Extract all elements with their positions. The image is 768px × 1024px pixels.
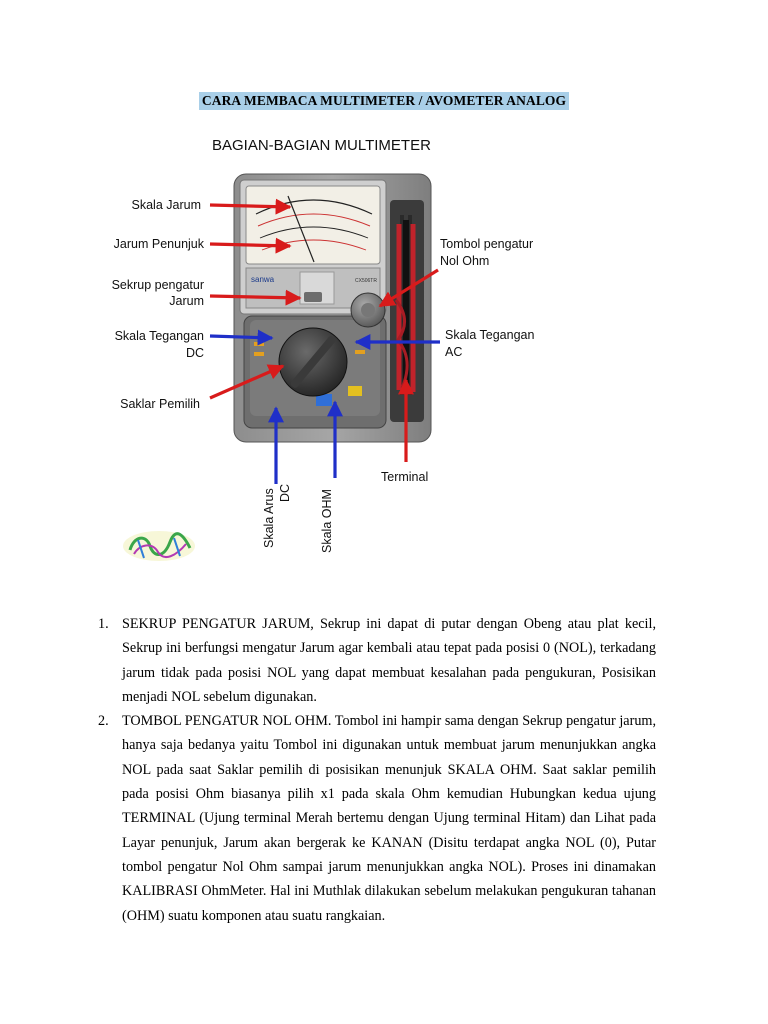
label-saklar-pemilih: Saklar Pemilih xyxy=(120,397,200,411)
label-skala-dc-line1: Skala Tegangan xyxy=(115,329,204,343)
label-terminal: Terminal xyxy=(381,470,428,484)
title-wrap: CARA MEMBACA MULTIMETER / AVOMETER ANALO… xyxy=(0,92,768,110)
list-item: 2. TOMBOL PENGATUR NOL OHM. Tombol ini h… xyxy=(98,709,656,928)
label-skala-dc-line2: DC xyxy=(186,346,204,360)
label-ohm: Skala OHM xyxy=(320,489,334,553)
multimeter-figure: BAGIAN-BAGIAN MULTIMETER sanwa CX506TR xyxy=(112,137,534,561)
label-sekrup-line1: Sekrup pengatur xyxy=(112,278,204,292)
model-label: CX506TR xyxy=(355,278,377,284)
label-sekrup-line2: Jarum xyxy=(169,294,204,308)
label-jarum-penunjuk: Jarum Penunjuk xyxy=(114,237,205,251)
label-arus-line1: Skala Arus xyxy=(262,488,276,548)
document-title: CARA MEMBACA MULTIMETER / AVOMETER ANALO… xyxy=(198,92,570,110)
annotation-arrows xyxy=(209,198,440,484)
label-skala-ac-line2: AC xyxy=(445,345,462,359)
label-tombol-line1: Tombol pengatur xyxy=(440,237,533,251)
figure-title: BAGIAN-BAGIAN MULTIMETER xyxy=(212,137,431,154)
decorative-logo xyxy=(123,531,195,561)
item-text: TOMBOL PENGATUR NOL OHM. Tombol ini hamp… xyxy=(122,713,656,924)
item-list: 1. SEKRUP PENGATUR JARUM, Sekrup ini dap… xyxy=(98,612,656,928)
label-skala-jarum: Skala Jarum xyxy=(132,198,201,212)
label-arus-line2: DC xyxy=(278,484,292,502)
item-number: 2. xyxy=(98,713,109,730)
list-item: 1. SEKRUP PENGATUR JARUM, Sekrup ini dap… xyxy=(98,612,656,709)
meter-body: sanwa CX506TR xyxy=(233,173,432,443)
label-skala-ac-line1: Skala Tegangan xyxy=(445,328,534,342)
label-tombol-line2: Nol Ohm xyxy=(440,254,489,268)
item-number: 1. xyxy=(98,616,109,632)
zero-screw xyxy=(304,292,322,302)
item-text: SEKRUP PENGATUR JARUM, Sekrup ini dapat … xyxy=(122,616,656,705)
needle xyxy=(287,195,315,263)
brand-logo: sanwa xyxy=(251,275,275,284)
